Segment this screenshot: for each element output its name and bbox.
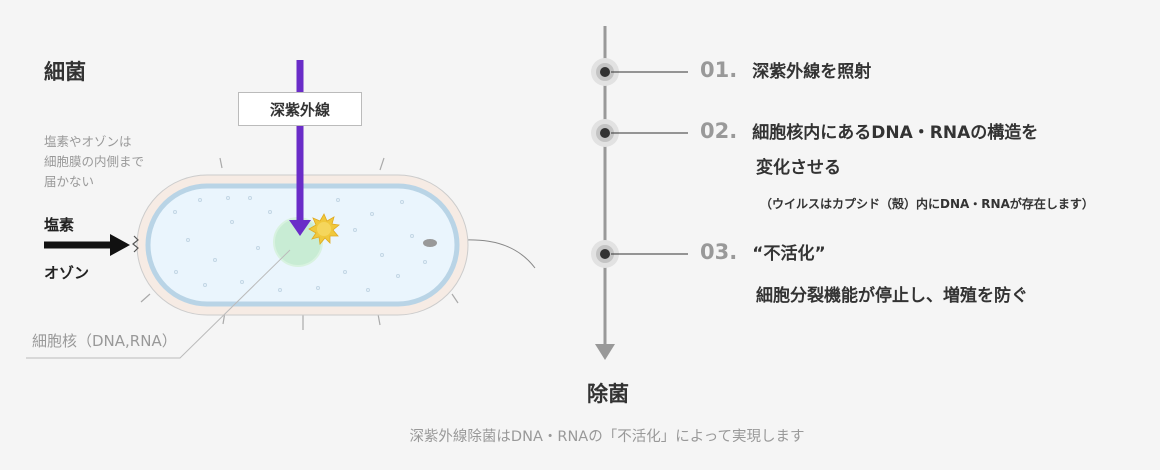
bacteria-title: 細菌 [44, 60, 86, 84]
step-number: 03. [700, 240, 738, 264]
ozone-label: オゾン [44, 264, 90, 282]
uv-arrowhead [289, 220, 311, 236]
step-text: 細胞核内にあるDNA・RNAの構造を [752, 123, 1039, 143]
step-number: 01. [700, 58, 738, 82]
timeline-arrowhead [595, 344, 615, 360]
uv-label-box: 深紫外線 [238, 92, 362, 126]
step-marker-3 [591, 240, 688, 268]
step-text: 細胞分裂機能が停止し、増殖を防ぐ [756, 286, 1028, 306]
organelle [423, 239, 437, 247]
step-text: “不活化” [752, 244, 826, 264]
step-marker-2 [591, 119, 688, 147]
chlorine-label: 塩素 [44, 216, 75, 234]
step-text: 深紫外線を照射 [752, 62, 872, 82]
step-number: 02. [700, 119, 738, 143]
chemical-arrowhead [110, 234, 130, 256]
step-3: 03. “不活化” [700, 238, 826, 270]
nucleus-label: 細胞核（DNA,RNA） [32, 332, 177, 350]
barrier-note-line: 塩素やオゾンは [44, 134, 132, 149]
barrier-note-line: 届かない [44, 174, 95, 189]
step-marker-1 [591, 58, 688, 86]
cytoplasm-dots [173, 196, 427, 292]
barrier-note-line: 細胞膜の内側まで [44, 154, 145, 169]
step-note: （ウイルスはカプシド（殻）内にDNA・RNAが存在します） [760, 197, 1094, 211]
sterilization-label: 除菌 [587, 382, 629, 406]
barrier-note: 塩素やオゾンは 細胞膜の内側まで 届かない [44, 132, 144, 192]
step-1: 01. 深紫外線を照射 [700, 56, 871, 88]
step-2: 02. 細胞核内にあるDNA・RNAの構造を [700, 117, 1038, 149]
blocked-mark [132, 235, 139, 253]
footer-caption: 深紫外線除菌はDNA・RNAの「不活化」によって実現します [409, 429, 805, 445]
nucleus-leader [26, 249, 291, 359]
step-text: 変化させる [756, 158, 841, 178]
uv-label: 深紫外線 [269, 100, 330, 119]
virus-icon [308, 213, 340, 245]
